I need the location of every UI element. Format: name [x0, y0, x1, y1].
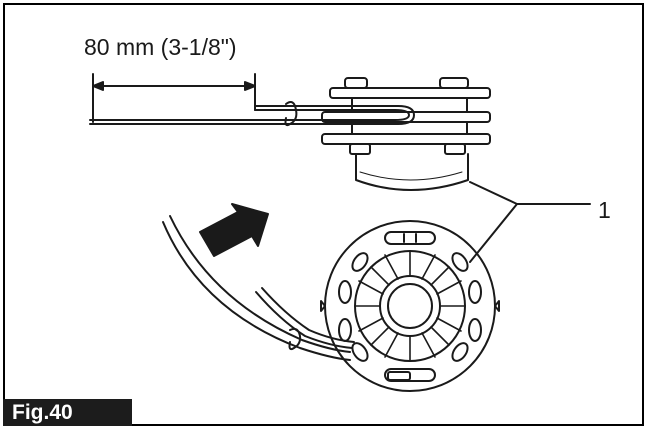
callout-leader — [469, 181, 591, 263]
dimension-marker — [92, 73, 256, 123]
figure-label: Fig.40 — [3, 399, 132, 426]
rotation-arrow-icon — [199, 203, 269, 257]
spool-face-view — [320, 220, 500, 392]
trimmer-line — [162, 215, 355, 361]
spool-side-view — [89, 77, 491, 191]
dimension-label: 80 mm (3-1/8") — [84, 34, 237, 60]
callout-number: 1 — [598, 197, 611, 223]
